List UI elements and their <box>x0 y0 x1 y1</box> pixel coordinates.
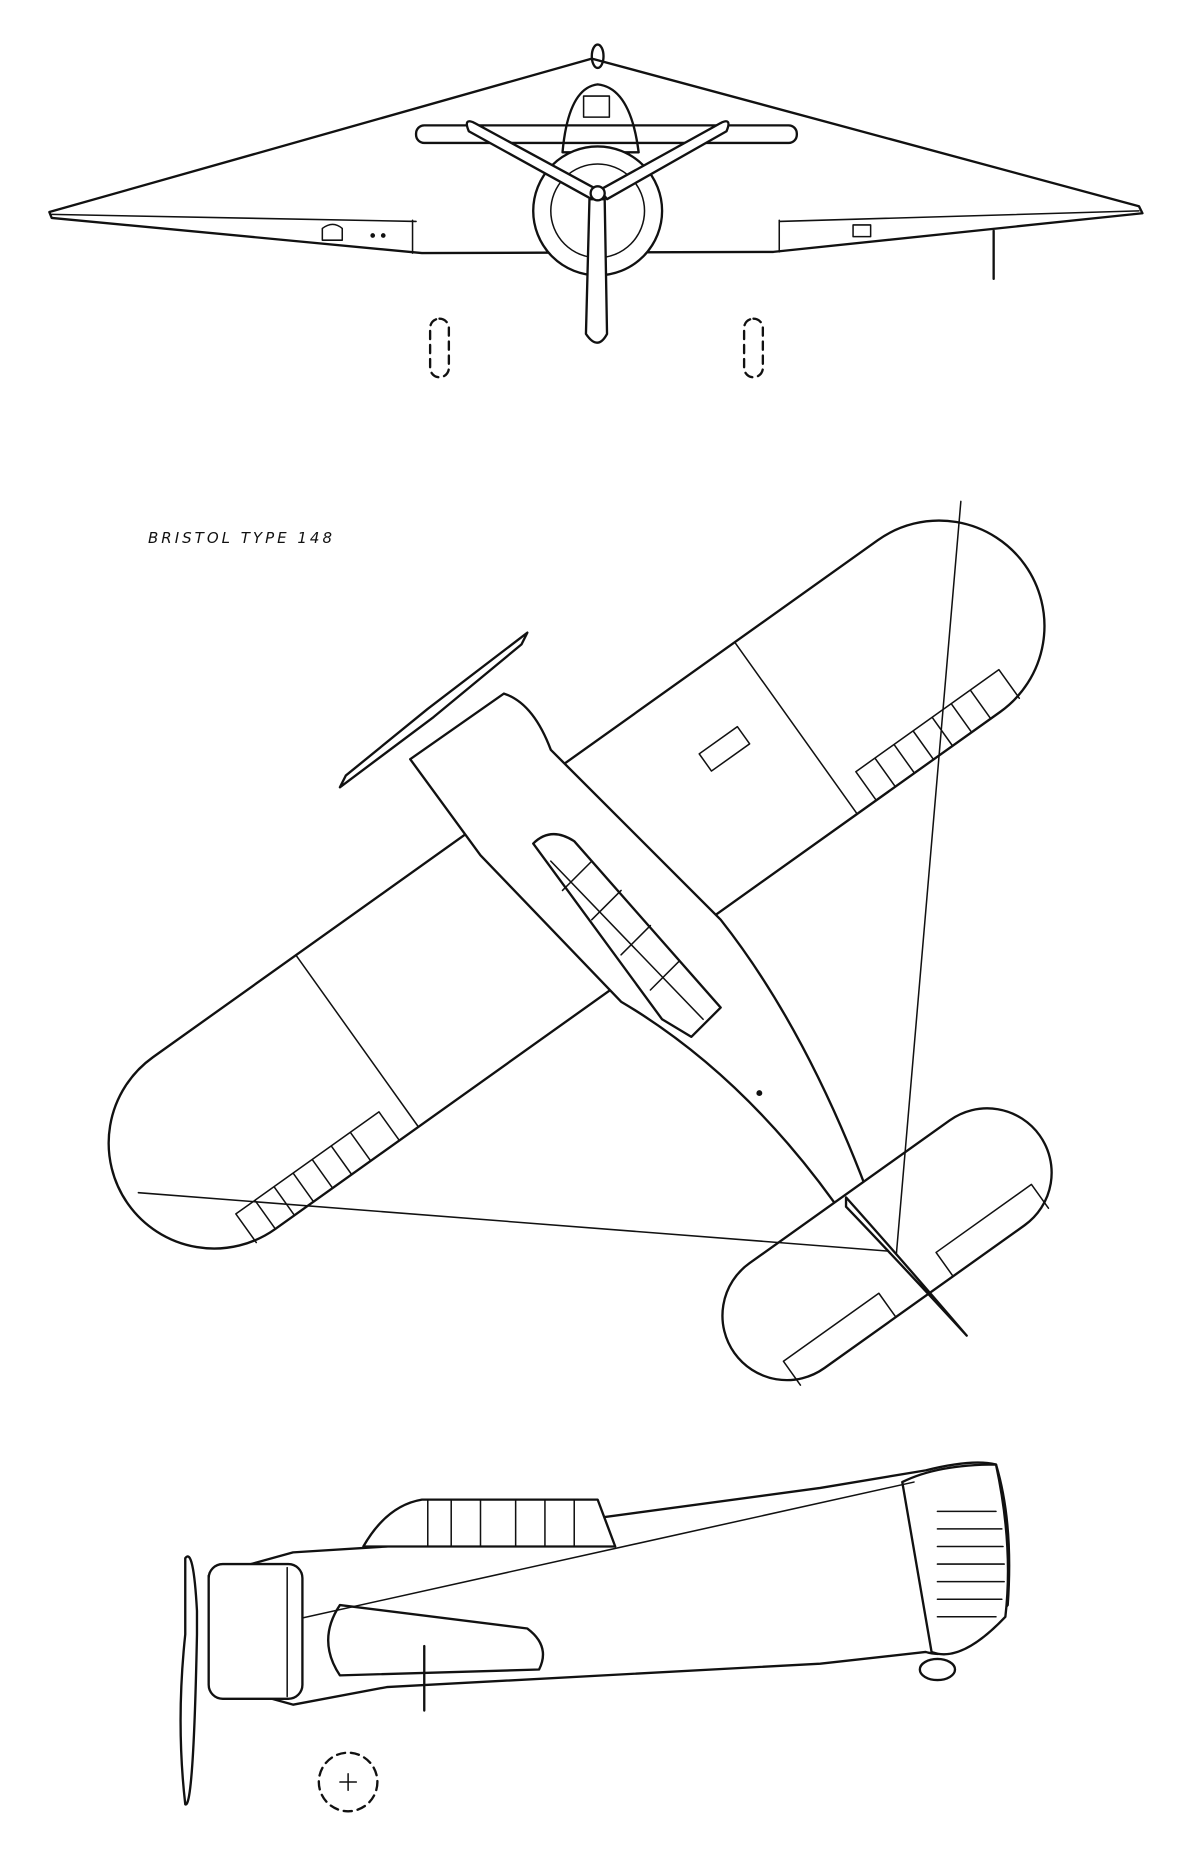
front-wing-gun <box>370 233 376 238</box>
plan-canopy <box>532 833 722 1039</box>
front-gear-dashed <box>742 317 765 379</box>
plan-wing-fold <box>295 954 420 1128</box>
side-canopy-frames <box>427 1498 575 1548</box>
front-wing-gun <box>380 233 386 238</box>
side-wing-root <box>327 1603 545 1677</box>
side-cowling <box>207 1562 304 1700</box>
plan-view <box>107 500 1053 1386</box>
plan-aerial <box>137 1191 892 1253</box>
plan-aileron-left <box>235 1111 401 1244</box>
side-tailwheel <box>918 1657 957 1682</box>
front-gear-dashed <box>428 317 451 379</box>
front-wing-line <box>778 210 1140 223</box>
plan-rudder <box>844 1196 968 1337</box>
front-tailplane <box>414 124 798 145</box>
plan-canopy-frames <box>550 860 704 1021</box>
plan-aileron-right <box>855 668 1021 802</box>
plan-wing-fold <box>733 641 858 815</box>
side-canopy <box>362 1498 617 1548</box>
front-windscreen <box>582 95 611 118</box>
side-fuselage <box>207 1461 1011 1706</box>
propeller-blade <box>465 120 599 201</box>
side-wheel-dashed <box>317 1751 379 1813</box>
front-view <box>48 43 1144 379</box>
front-wing <box>48 57 1144 255</box>
side-aerial <box>280 1481 915 1624</box>
side-propeller <box>179 1555 199 1806</box>
drawing-caption: BRISTOL TYPE 148 <box>148 529 335 547</box>
plan-aerial <box>895 500 962 1255</box>
front-canopy <box>561 83 640 154</box>
front-wing-hatch <box>852 224 872 238</box>
propeller-blade <box>584 197 609 344</box>
plan-propeller <box>338 631 529 789</box>
front-wing-hatch <box>321 223 344 241</box>
propeller-blade <box>598 120 730 201</box>
plan-marker <box>756 1090 763 1097</box>
plan-wing-panel <box>698 725 751 772</box>
front-fin-tip <box>590 43 605 70</box>
side-rudder-ribs <box>936 1510 1005 1618</box>
front-wing-line <box>50 213 417 223</box>
plan-elevators <box>782 1183 1050 1386</box>
propeller-hub <box>589 185 606 202</box>
side-wheel-center <box>339 1773 358 1791</box>
side-view <box>179 1461 1011 1813</box>
